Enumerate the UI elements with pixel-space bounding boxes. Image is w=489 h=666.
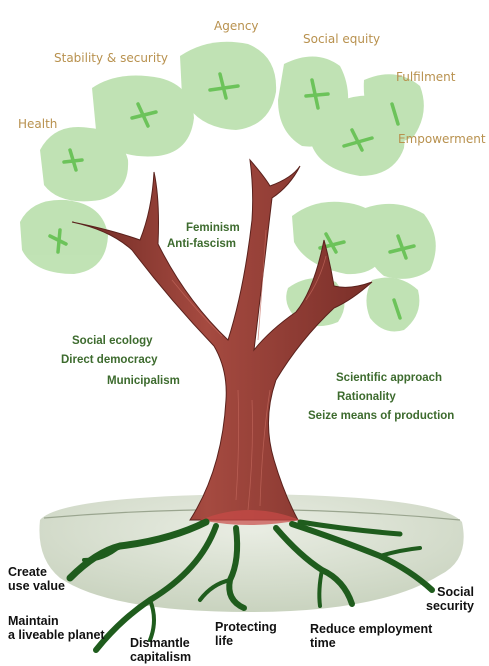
principle-seize-means: Seize means of production xyxy=(308,410,455,422)
root-dismantle-capitalism: Dismantle capitalism xyxy=(130,636,191,665)
root-reduce-employment-time: Reduce employment time xyxy=(310,622,432,651)
trunk-base-glow xyxy=(200,510,300,525)
root-create-line2: use value xyxy=(8,579,65,594)
root-dismantle-line1: Dismantle xyxy=(130,636,190,650)
outcome-stability-security: Stability & security xyxy=(54,51,168,65)
root-maintain-planet: Maintain a liveable planet xyxy=(8,614,105,643)
root-social-security: Social security xyxy=(426,585,474,614)
outcome-social-equity: Social equity xyxy=(303,32,381,46)
outcome-fulfilment: Fulfilment xyxy=(396,70,456,84)
ground-mound xyxy=(39,494,464,612)
tree-trunk xyxy=(71,158,373,521)
principle-rationality: Rationality xyxy=(337,391,396,403)
tree-roots xyxy=(66,518,435,653)
outcome-agency: Agency xyxy=(214,19,259,33)
root-social-line2: security xyxy=(426,599,474,614)
principle-direct-democracy: Direct democracy xyxy=(61,354,158,366)
outcome-health: Health xyxy=(18,117,58,131)
root-create-use-value: Create use value xyxy=(8,565,65,594)
root-reduce-line2: time xyxy=(310,636,336,651)
principle-social-ecology: Social ecology xyxy=(72,335,153,347)
principle-scientific-approach: Scientific approach xyxy=(336,372,443,384)
principle-feminism: Feminism xyxy=(186,222,240,234)
leaf-strokes xyxy=(48,72,416,320)
root-create-line1: Create xyxy=(8,565,47,579)
principle-anti-fascism: Anti-fascism xyxy=(167,238,237,250)
foliage xyxy=(20,41,436,332)
trunk-texture xyxy=(171,229,327,511)
root-protecting-line1: Protecting xyxy=(215,620,277,634)
root-protecting-life: Protecting life xyxy=(215,620,277,649)
root-protecting-line2: life xyxy=(215,634,234,649)
root-maintain-line2: a liveable planet xyxy=(8,628,105,643)
principle-municipalism: Municipalism xyxy=(107,375,180,387)
root-reduce-line1: Reduce employment xyxy=(310,622,433,636)
root-dismantle-line2: capitalism xyxy=(130,650,192,665)
outcome-empowerment: Empowerment xyxy=(398,132,486,146)
root-social-line1: Social xyxy=(437,585,474,599)
root-maintain-line1: Maintain xyxy=(8,614,59,628)
